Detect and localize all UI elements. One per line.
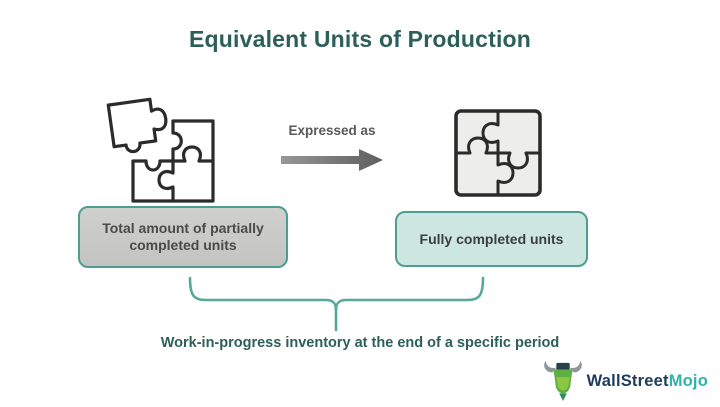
puzzle-complete-icon — [454, 109, 542, 197]
fully-completed-box: Fully completed units — [395, 211, 588, 267]
wallstreetmojo-logo: WallStreetMojo — [542, 360, 708, 402]
puzzle-partial-icon — [106, 97, 215, 203]
logo-wordmark: WallStreetMojo — [587, 372, 708, 391]
logo-text-wallstreet: WallStreet — [586, 371, 669, 390]
brace — [188, 276, 485, 332]
partially-completed-label: Total amount of partially completed unit… — [102, 219, 264, 254]
expressed-as-label: Expressed as — [288, 123, 376, 138]
page-title: Equivalent Units of Production — [188, 26, 532, 52]
partially-completed-box: Total amount of partially completed unit… — [78, 206, 288, 268]
wip-caption: Work-in-progress inventory at the end of… — [160, 335, 560, 351]
bull-icon — [543, 360, 582, 402]
arrow-right-icon — [281, 149, 383, 171]
logo-text-mojo: Mojo — [668, 371, 708, 390]
fully-completed-label: Fully completed units — [419, 231, 564, 247]
